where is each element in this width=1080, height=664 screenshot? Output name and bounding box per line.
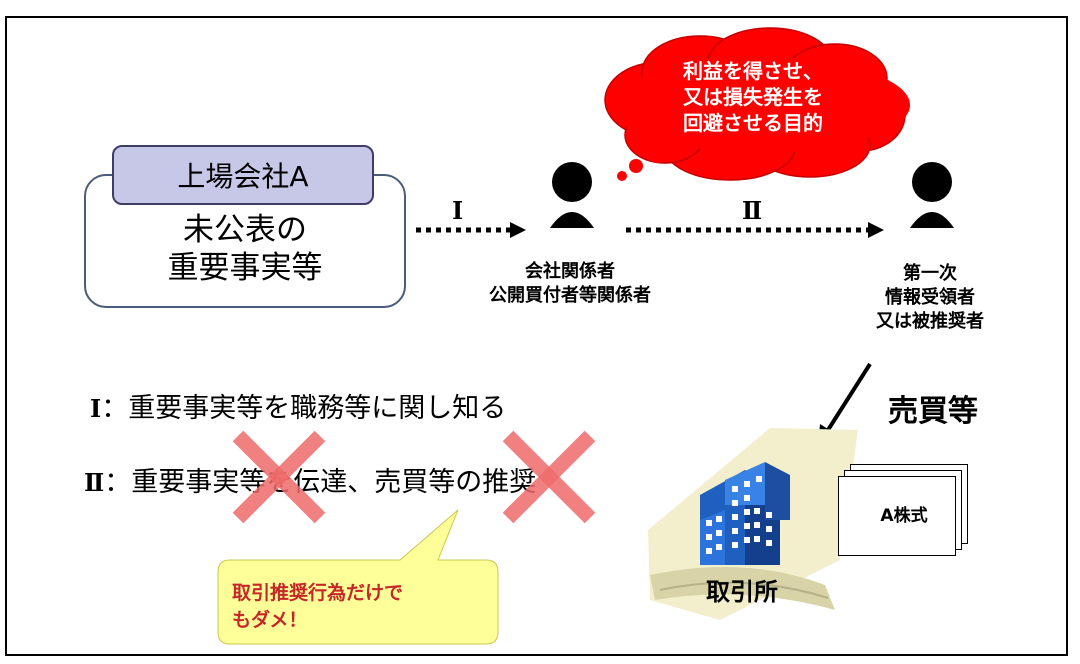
listed-company-label: 上場会社A — [112, 145, 374, 205]
listed-company-label-text: 上場会社A — [177, 160, 309, 193]
cross-1-icon — [232, 430, 326, 524]
recipient-caption: 第一次 情報受領者 又は被推奨者 — [860, 262, 1000, 334]
thought-dot-small — [617, 171, 627, 181]
cross-2-icon — [502, 430, 596, 524]
insider-caption: 会社関係者 公開買付者等関係者 — [470, 260, 670, 308]
arrow-2-head — [868, 222, 884, 238]
share-sheet-front — [838, 476, 956, 556]
arrow-1-head — [510, 222, 526, 238]
callout-line-2: もダメ！ — [232, 609, 308, 631]
thought-dot-medium — [629, 159, 643, 173]
fact-line-1: 未公表の — [183, 212, 307, 248]
description-2: Ⅱ：重要事実等を伝達、売買等の推奨 — [84, 460, 536, 499]
recipient-person-icon — [910, 162, 954, 228]
motive-line-1: 利益を得させ、 — [683, 59, 823, 83]
callout-line-1: 取引推奨行為だけで — [232, 582, 404, 604]
insider-line-2: 公開買付者等関係者 — [489, 285, 651, 306]
motive-line-2: 又は損失発生を — [683, 85, 823, 109]
arrow-2-label: Ⅱ — [742, 196, 763, 225]
diagram-frame — [5, 16, 1068, 656]
description-1-text: 重要事実等を職務等に関し知る — [128, 393, 507, 424]
description-2-text: 重要事実等を伝達、売買等の推奨 — [131, 467, 537, 498]
thought-dot-large — [647, 143, 667, 163]
recipient-line-1: 第一次 — [903, 263, 957, 284]
description-2-colon: ： — [104, 467, 132, 498]
building-icon — [700, 462, 790, 565]
exchange-label: 取引所 — [706, 578, 778, 606]
motive-text: 利益を得させ、 又は損失発生を 回避させる目的 — [640, 58, 866, 136]
recipient-line-2: 情報受領者 — [885, 287, 975, 308]
shares-label: A株式 — [880, 506, 928, 526]
fact-line-2: 重要事実等 — [167, 250, 323, 286]
description-1-colon: ： — [101, 393, 129, 424]
arrow-1-label: Ⅰ — [452, 196, 464, 225]
description-2-numeral: Ⅱ — [84, 468, 105, 497]
description-1: Ⅰ：重要事実等を職務等に関し知る — [90, 386, 506, 425]
insider-person-icon — [550, 162, 594, 228]
buy-arrow-line — [826, 362, 872, 432]
description-1-numeral: Ⅰ — [90, 394, 102, 423]
buy-label: 売買等 — [888, 394, 978, 429]
insider-line-1: 会社関係者 — [525, 261, 615, 282]
exchange-swoosh — [650, 567, 835, 610]
recipient-line-3: 又は被推奨者 — [876, 311, 984, 332]
callout-text: 取引推奨行為だけで もダメ！ — [232, 580, 482, 634]
motive-line-3: 回避させる目的 — [683, 111, 823, 135]
